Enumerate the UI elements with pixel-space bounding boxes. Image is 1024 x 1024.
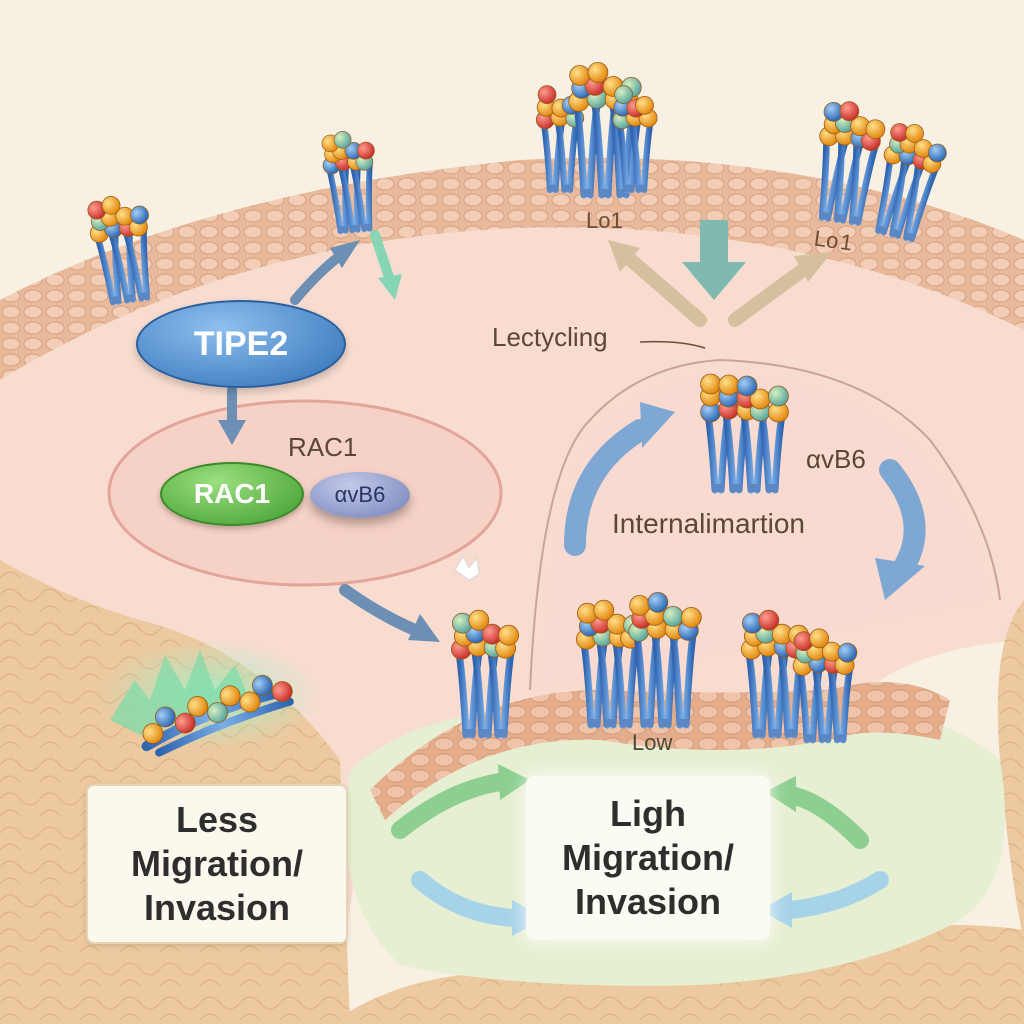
avb6-pill-label: αvB6 bbox=[334, 482, 386, 507]
arrow-green-left bbox=[391, 773, 509, 839]
less-migration-line3: Invasion bbox=[143, 887, 291, 928]
arrow-internalization-down bbox=[879, 459, 926, 576]
integrin-cluster bbox=[535, 85, 585, 194]
less-migration-box: Less Migration/ Invasion bbox=[86, 784, 348, 944]
arrow-recycling-left bbox=[618, 248, 707, 327]
tissue-right bbox=[997, 600, 1024, 940]
integrin-cluster bbox=[875, 123, 947, 243]
integrin-cluster bbox=[451, 609, 520, 739]
integrin-cluster bbox=[87, 196, 151, 306]
avb6-right-label: αvB6 bbox=[806, 444, 866, 474]
small-fragment-icon bbox=[454, 554, 480, 581]
arrow-green-right bbox=[781, 786, 869, 849]
less-migration-line2: Migration/ bbox=[131, 843, 303, 884]
lo1-left-label: Lo1 bbox=[586, 208, 623, 233]
arrow-rac1-down bbox=[339, 584, 421, 636]
lectycling-leader bbox=[639, 340, 706, 349]
tipe2-node: TIPE2 bbox=[136, 300, 346, 388]
arrow-green-down bbox=[370, 230, 395, 285]
arrow-internalization-up bbox=[564, 419, 651, 556]
integrin-receptors bbox=[87, 61, 947, 757]
cell-membrane bbox=[0, 157, 1024, 380]
tipe2-label: TIPE2 bbox=[193, 324, 289, 363]
rac1-compartment bbox=[107, 399, 503, 587]
low-label: Low bbox=[632, 730, 673, 755]
integrin-cluster bbox=[818, 101, 886, 226]
avb6-node: αvB6 bbox=[310, 472, 410, 518]
arrow-recycling-down bbox=[700, 220, 728, 266]
integrin-cluster bbox=[612, 85, 658, 194]
internalimartion-label: Internalimartion bbox=[612, 508, 805, 539]
integrin-cluster bbox=[576, 599, 645, 729]
arrow-blue-right bbox=[781, 871, 889, 919]
integrin-cluster bbox=[700, 373, 789, 494]
green-crystal bbox=[110, 650, 250, 735]
high-migration-line3: Invasion bbox=[574, 881, 722, 922]
arrows bbox=[218, 220, 926, 936]
arrow-blue-left bbox=[411, 871, 524, 927]
vesicle-outline bbox=[529, 358, 1001, 691]
rac1-pill-label: RAC1 bbox=[193, 478, 271, 509]
integrin-cluster-lying bbox=[141, 674, 294, 757]
less-migration-line1: Less bbox=[175, 799, 259, 840]
integrin-cluster bbox=[792, 628, 858, 744]
rac1-node: RAC1 bbox=[160, 462, 304, 526]
high-migration-line1: Ligh bbox=[610, 793, 686, 834]
rac1-heading: RAC1 bbox=[288, 432, 358, 462]
lo1-right-label: Lo 1 bbox=[812, 225, 855, 256]
integrin-cluster bbox=[321, 130, 375, 235]
integrin-cluster bbox=[628, 591, 702, 729]
lectycling-label: Lectycling bbox=[492, 322, 608, 352]
high-migration-line2: Migration/ bbox=[562, 837, 734, 878]
high-migration-box: Ligh Migration/ Invasion bbox=[526, 776, 770, 940]
